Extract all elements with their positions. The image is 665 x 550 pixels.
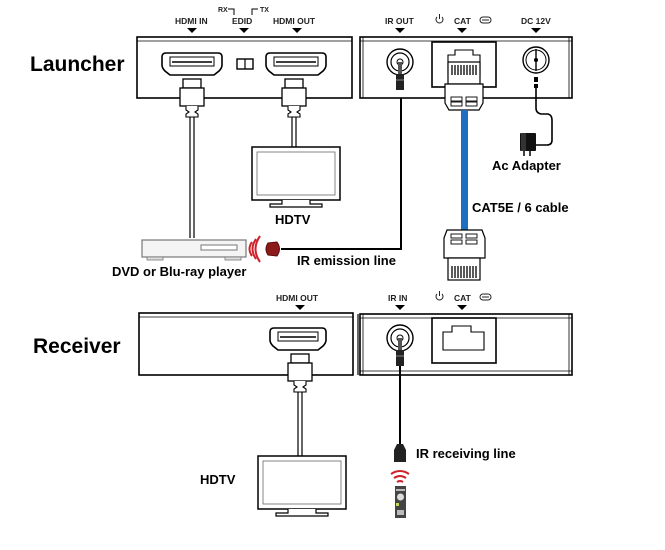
hdmi-in-plug-icon [179, 78, 205, 118]
ir-out-label: IR OUT [385, 16, 415, 26]
dvd-player-icon [141, 239, 247, 261]
receiver-hdmi-out-label: HDMI OUT [276, 293, 319, 303]
receiver-hdmi-plug-icon [287, 353, 313, 393]
cat-label: CAT [454, 16, 472, 26]
hdmi-out-label: HDMI OUT [273, 16, 316, 26]
ir-in-jack-icon [386, 324, 414, 366]
ir-in-arrow-icon [395, 305, 405, 310]
hdtv-top-label: HDTV [275, 212, 311, 227]
cat-cable [461, 110, 468, 230]
receiver-hdmi-out-port-icon [269, 327, 327, 351]
receiver-hdmi-panel: HDMI OUT [138, 293, 359, 393]
edid-rx-bracket [228, 8, 235, 15]
ir-emitter-icon [265, 241, 280, 257]
rj45-plug-top-icon [444, 61, 484, 111]
ir-emission-label: IR emission line [297, 253, 396, 268]
ac-adapter-label: Ac Adapter [492, 158, 561, 173]
receiver-hdmi-out-arrow-icon [295, 305, 305, 310]
dc-power-cable [535, 88, 553, 146]
dc-12v-jack-icon [522, 46, 550, 88]
ir-out-jack-icon [386, 48, 414, 90]
ac-adapter-icon [520, 133, 536, 156]
hdmi-out-port-icon [265, 52, 327, 76]
ir-receiving-label: IR receiving line [416, 446, 516, 461]
hdmi-in-port-icon [161, 52, 223, 76]
ir-signal-waves-icon [248, 235, 261, 263]
remote-signal-waves-icon [390, 470, 410, 483]
edid-switch-icon [236, 58, 254, 70]
hdtv-top-icon [251, 146, 341, 208]
rj45-plug-bottom-icon [443, 229, 486, 281]
dvd-player-label: DVD or Blu-ray player [112, 264, 246, 279]
dc-arrow-icon [531, 28, 541, 33]
receiver-link-icon [479, 293, 492, 301]
edid-arrow-icon [239, 28, 249, 33]
power-icon [435, 14, 444, 24]
hdmi-cable-to-hdtv-top [291, 117, 297, 147]
receiver-cat-arrow-icon [457, 305, 467, 310]
hdtv-bottom-label: HDTV [200, 472, 236, 487]
launcher-hdmi-panel: HDMI IN RX EDID TX HDMI OUT [136, 7, 353, 118]
hdmi-in-label: HDMI IN [175, 16, 208, 26]
edid-tx-bracket [251, 8, 258, 15]
hdmi-cable-to-hdtv-bottom [297, 392, 303, 456]
link-icon [479, 16, 492, 24]
edid-rx-label: RX [218, 7, 228, 14]
receiver-network-panel: IR IN CAT [359, 291, 573, 376]
hdmi-in-arrow-icon [187, 28, 197, 33]
hdmi-cable-to-dvd [189, 117, 195, 238]
cat-arrow-icon [457, 28, 467, 33]
ir-receiver-head-icon [394, 444, 406, 462]
launcher-label: Launcher [30, 53, 125, 76]
receiver-cat-port-icon [431, 317, 497, 364]
receiver-label: Receiver [33, 335, 121, 358]
ir-emission-cable [281, 90, 402, 250]
launcher-network-panel: IR OUT CAT DC 12V [359, 14, 573, 111]
hdtv-bottom-icon [257, 455, 347, 517]
ir-out-arrow-icon [395, 28, 405, 33]
dc-12v-label: DC 12V [521, 16, 551, 26]
cat-cable-label: CAT5E / 6 cable [472, 200, 569, 215]
edid-tx-label: TX [260, 7, 269, 14]
receiver-power-icon [435, 291, 444, 301]
hdmi-out-arrow-icon [292, 28, 302, 33]
ir-in-label: IR IN [388, 293, 407, 303]
remote-control-icon [395, 486, 406, 518]
edid-label: EDID [232, 16, 252, 26]
hdmi-out-plug-icon [281, 78, 307, 118]
receiver-cat-label: CAT [454, 293, 472, 303]
